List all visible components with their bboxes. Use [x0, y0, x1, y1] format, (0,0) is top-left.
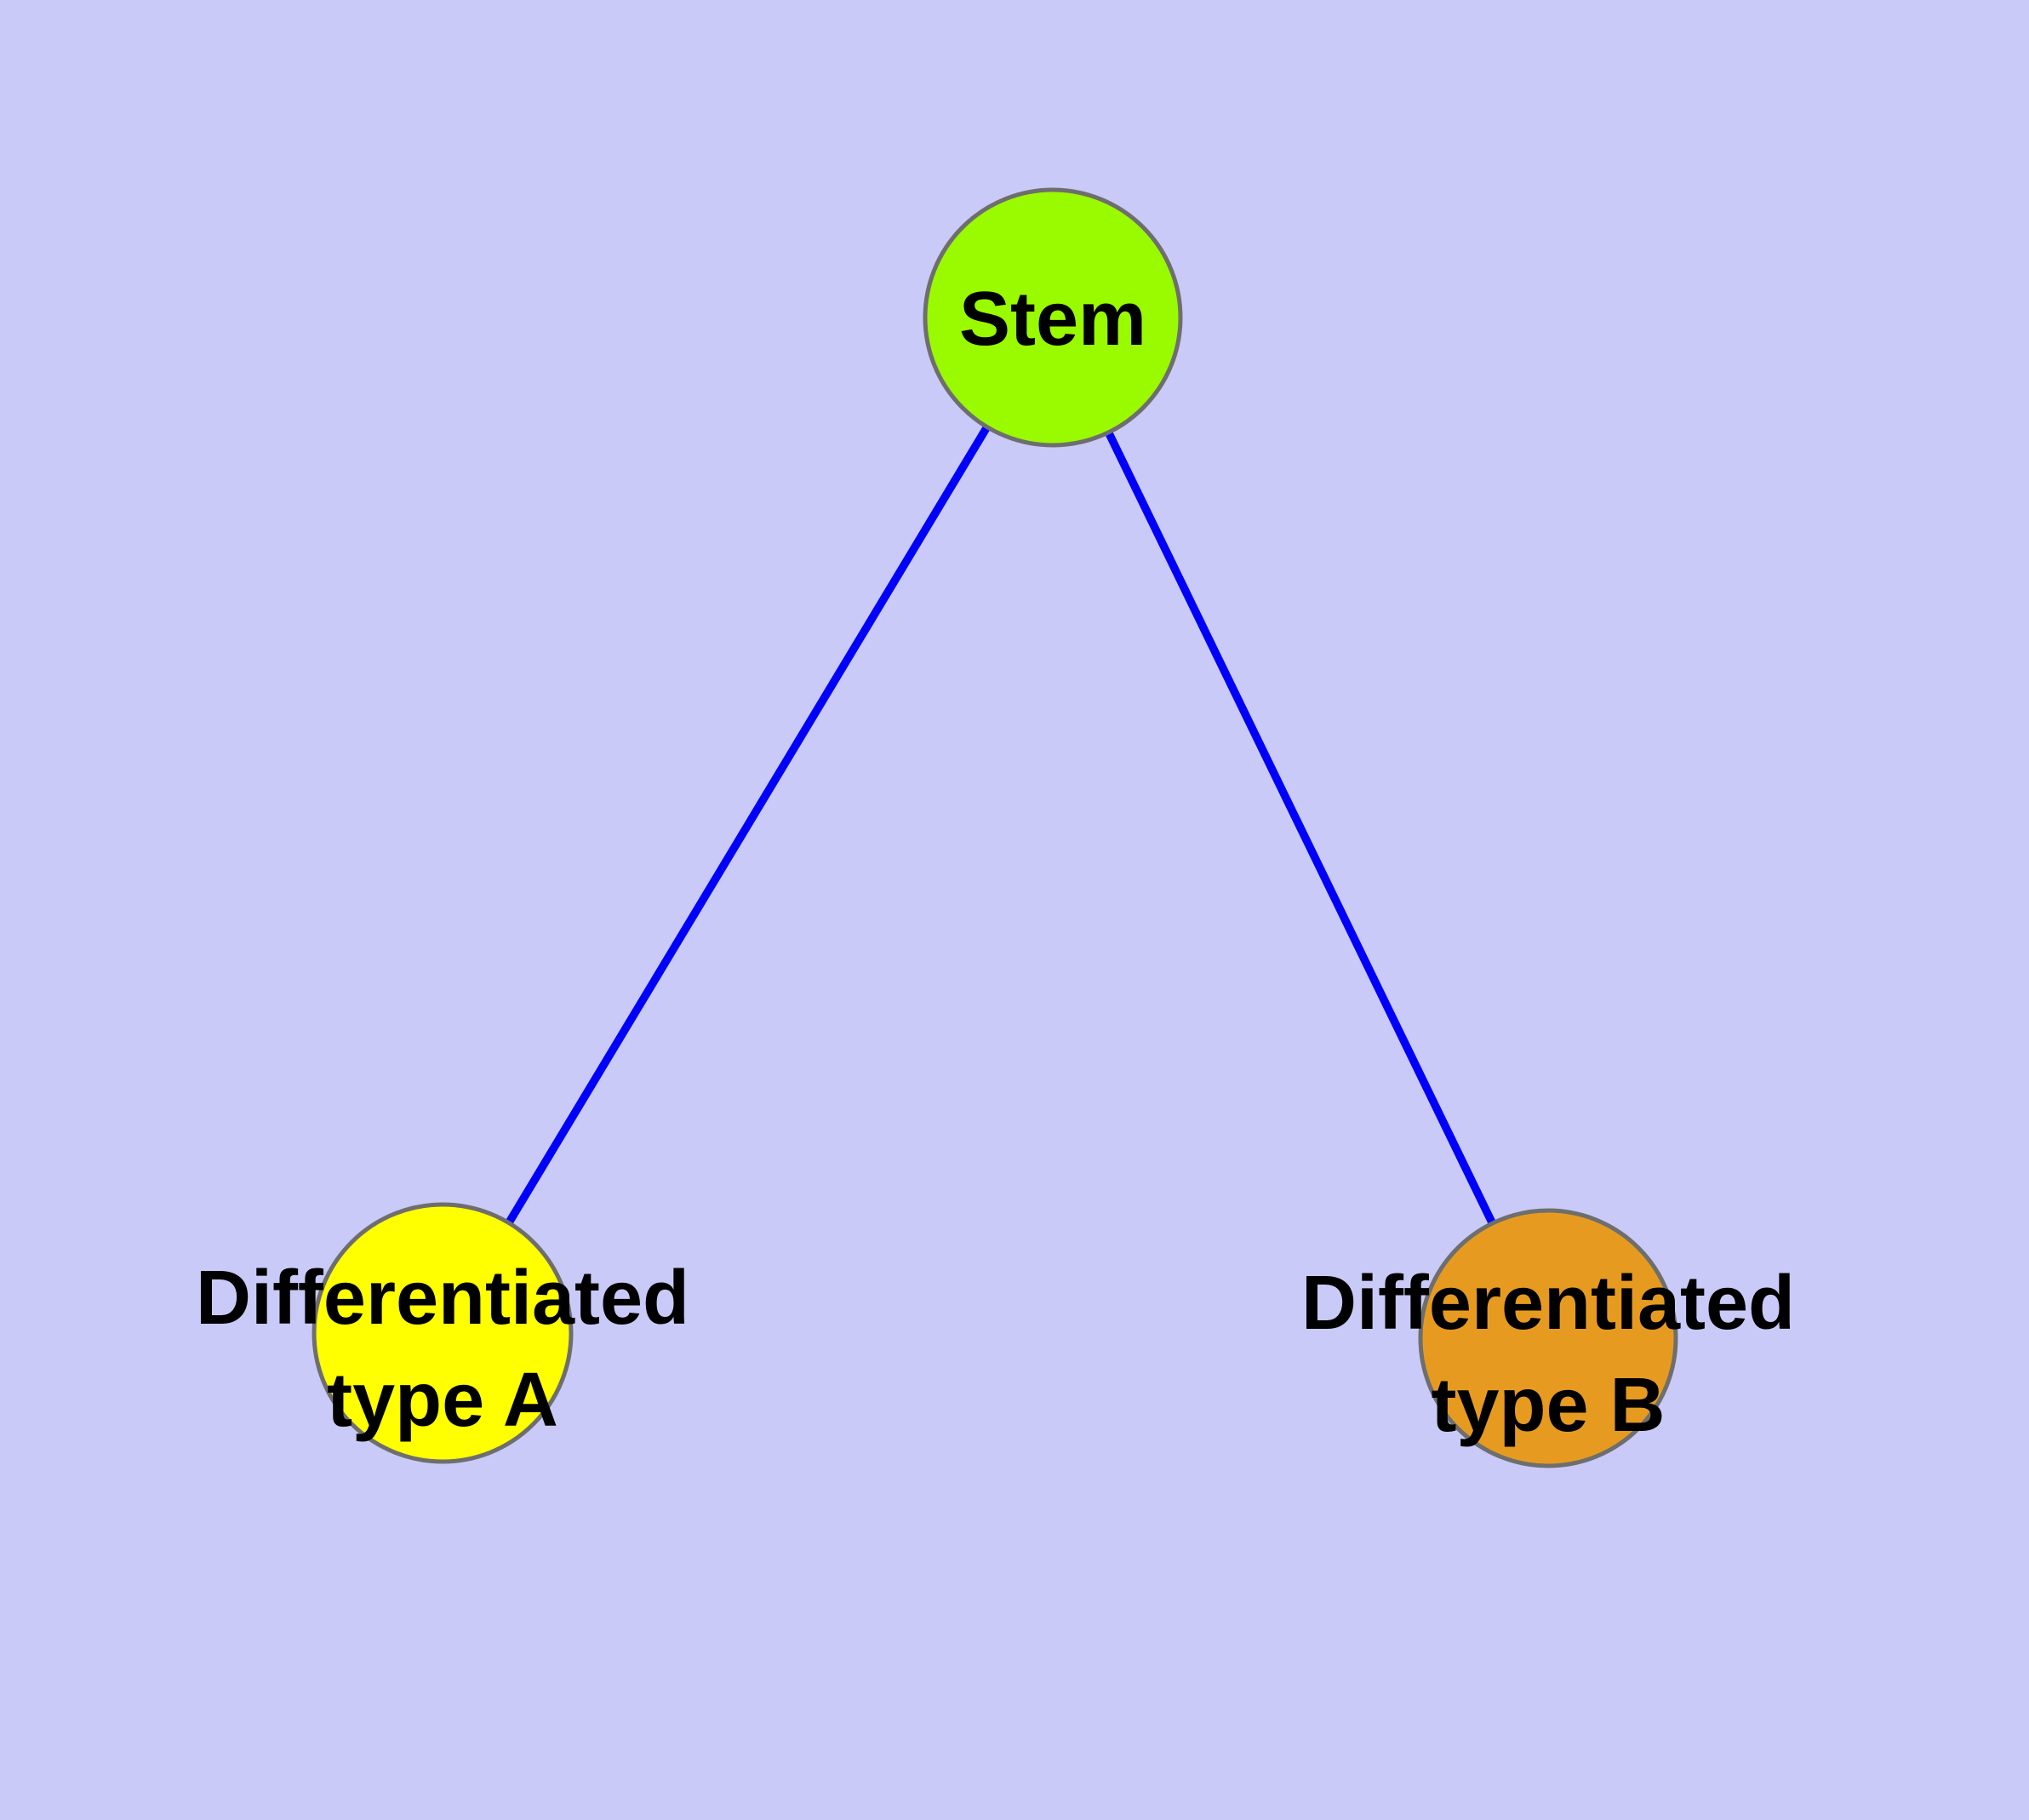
- node-stem: Stem: [923, 187, 1183, 448]
- type-a-label-line1: Differentiated: [196, 1256, 689, 1341]
- type-b-circle: [1418, 1208, 1678, 1468]
- stem-circle: [923, 187, 1183, 448]
- node-differentiated-type-a: Differentiated type A: [196, 1202, 689, 1464]
- type-a-circle: [311, 1202, 574, 1464]
- node-differentiated-type-b: Differentiated type B: [1301, 1208, 1795, 1468]
- type-b-label-line1: Differentiated: [1301, 1261, 1795, 1346]
- stem-label: Stem: [959, 277, 1146, 362]
- edge-stem-to-type-a: [438, 315, 1057, 1336]
- type-b-label-line2: type B: [1431, 1363, 1665, 1448]
- type-a-label-line2: type A: [327, 1358, 558, 1443]
- edge-stem-to-type-b: [1049, 315, 1552, 1341]
